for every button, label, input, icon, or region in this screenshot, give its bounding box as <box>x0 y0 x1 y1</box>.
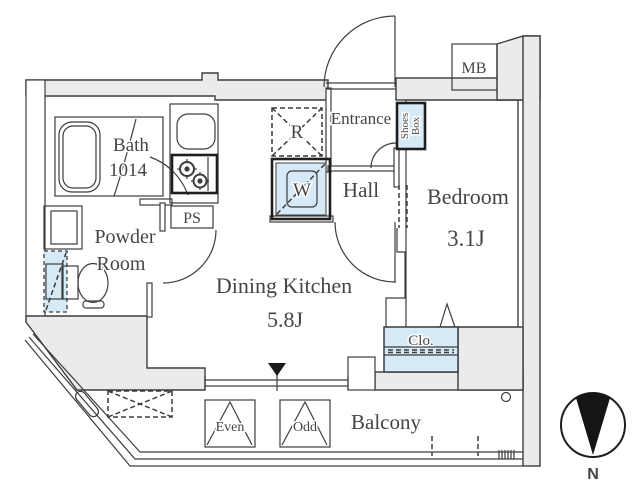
balcony-drain-grate <box>498 450 515 459</box>
toilet-bowl <box>77 262 109 304</box>
wall-pier <box>347 356 376 391</box>
powder-room-label-1: Powder <box>94 226 155 248</box>
shoes-box-label-2: Box <box>410 116 422 135</box>
bedroom-size-label: 3.1J <box>447 226 485 251</box>
hall-step-arc <box>370 142 397 169</box>
shoes-box <box>395 101 427 151</box>
room-outlines <box>405 99 519 328</box>
powder-top-wall <box>139 198 173 206</box>
room-balcony: Even Odd Balcony <box>24 333 523 467</box>
bathtub-outer <box>58 121 101 193</box>
powder-right-wall-lower <box>146 282 153 318</box>
dk-bedroom-wall <box>385 228 406 328</box>
bath-door-curve-a <box>113 118 137 197</box>
compass-north-label: N <box>587 466 599 483</box>
closet-door-triangle <box>439 302 456 328</box>
balcony-rail-outer <box>24 339 523 467</box>
appliance-spots: R W <box>270 107 332 221</box>
refrigerator-label: R <box>291 122 304 143</box>
bedroom-label: Bedroom <box>427 184 509 209</box>
pipe-space-label: PS <box>183 210 201 227</box>
stove-burner-1 <box>177 159 197 179</box>
meter-box: MB <box>451 43 498 91</box>
room-bedroom: Bedroom 3.1J Clo. <box>383 183 510 373</box>
vanity-inner <box>50 210 78 245</box>
refrigerator-spot: R <box>271 107 323 157</box>
kitchen-counter <box>169 103 219 204</box>
powder-room-label-2: Room <box>97 253 146 275</box>
dining-kitchen-label: Dining Kitchen <box>216 273 352 298</box>
laundry-pan-inner <box>45 263 64 300</box>
washer-diagonal <box>276 163 326 215</box>
powder-right-wall-upper <box>159 202 166 232</box>
washer-spot: W <box>270 157 332 221</box>
meter-box-outline <box>451 43 498 91</box>
odd-box <box>279 399 331 448</box>
wall-top <box>25 72 329 101</box>
odd-label: Odd <box>293 420 317 435</box>
kitchen-sink <box>176 113 216 150</box>
refrigerator-x2 <box>271 107 323 157</box>
even-triangle <box>206 400 253 446</box>
washer-body <box>286 170 318 208</box>
balcony-rail-inner <box>32 333 523 453</box>
entrance-door-arc <box>323 15 396 88</box>
refrigerator-box <box>271 107 323 157</box>
powder-door-arc <box>162 229 217 284</box>
room-powder: Powder Room <box>43 205 157 313</box>
stove-burner-2 <box>191 172 209 190</box>
room-bath: Bath 1014 <box>54 116 164 197</box>
meter-box-label: MB <box>462 60 487 77</box>
closet-label: Clo. <box>408 333 433 349</box>
bath-label: Bath <box>113 135 149 156</box>
laundry-pan-diagonal <box>45 252 67 311</box>
bath-unit-outline <box>54 116 164 197</box>
ac-unit-box <box>107 390 173 418</box>
entrance-left-wall <box>325 87 332 173</box>
balcony-label: Balcony <box>351 410 421 434</box>
odd-triangle <box>281 400 328 446</box>
entrance-label: Entrance <box>331 109 391 128</box>
bathtub-inner <box>62 125 97 189</box>
wall-diagonal <box>25 315 206 391</box>
toilet-base <box>82 300 105 309</box>
hall-bedroom-wall <box>393 147 400 188</box>
ac-unit-x2 <box>107 390 173 418</box>
even-label: Even <box>216 420 245 435</box>
even-box <box>204 399 256 448</box>
balcony-drain-circle <box>500 391 512 403</box>
compass: N <box>560 392 626 485</box>
hall-dk-door-arc <box>334 221 396 283</box>
stove <box>170 153 219 195</box>
pipe-space-box <box>170 205 214 229</box>
washer-box <box>270 157 332 221</box>
entrance-hall-divider <box>327 165 397 172</box>
dining-kitchen-size-label: 5.8J <box>267 307 304 332</box>
section-marker <box>268 363 286 376</box>
shoes-box-label-1: Shoes <box>399 113 411 139</box>
balcony-slot <box>74 390 100 418</box>
vanity-outer <box>43 205 83 250</box>
entrance-hall: Entrance Hall Shoes Box <box>329 101 427 204</box>
kitchen: PS <box>169 103 219 229</box>
wall-right-of-closet <box>457 326 524 391</box>
compass-needle <box>576 393 610 455</box>
partition-panel-odd: Odd <box>279 399 331 448</box>
ac-unit-spot <box>107 390 173 418</box>
balcony-rail-mid <box>28 336 523 460</box>
wall-left <box>25 79 46 323</box>
laundry-pan <box>43 250 68 313</box>
partition-panel-even: Even <box>204 399 256 448</box>
bath-size-label: 1014 <box>109 160 148 181</box>
hall-label: Hall <box>343 178 379 202</box>
washer-label: W <box>293 180 311 201</box>
wall-right-band <box>522 35 541 467</box>
doors <box>113 15 397 284</box>
room-dining-kitchen: Dining Kitchen 5.8J <box>204 272 354 391</box>
